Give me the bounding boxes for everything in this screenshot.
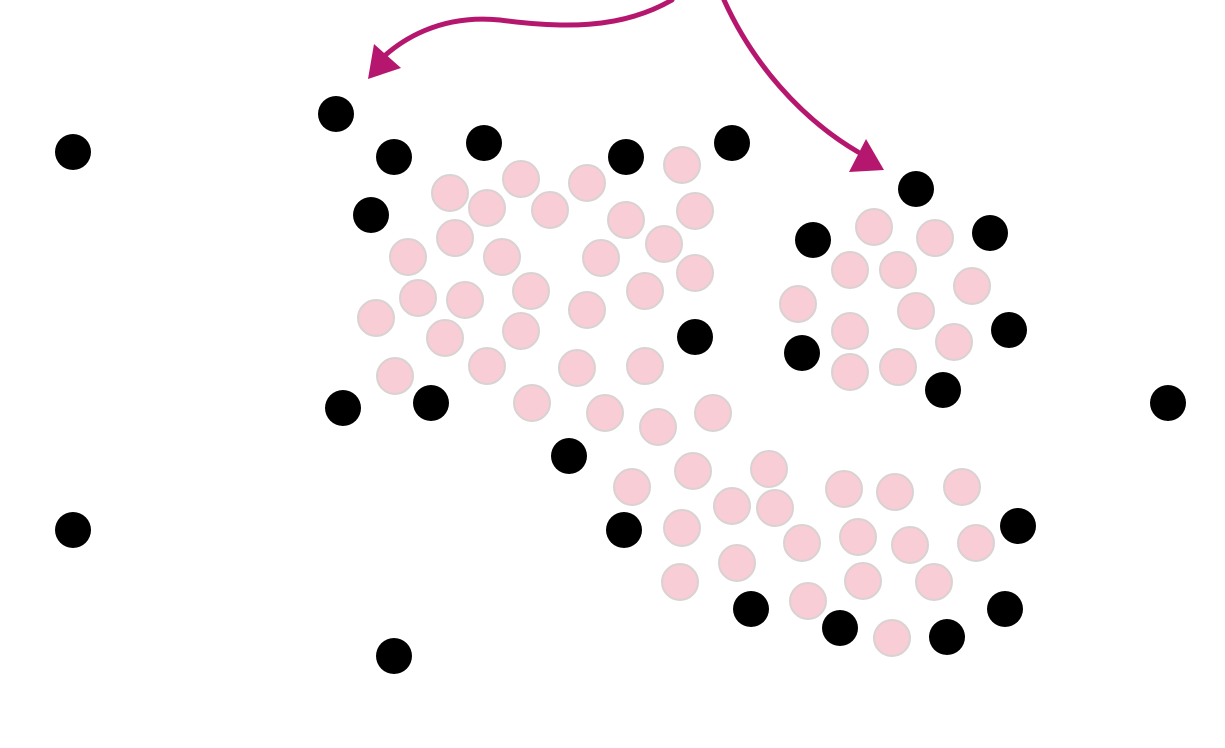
dark-point-23 — [822, 610, 858, 646]
pink-point-38 — [831, 312, 869, 350]
dark-point-12 — [991, 312, 1027, 348]
pink-point-35 — [953, 267, 991, 305]
pink-point-3 — [568, 164, 606, 202]
pink-point-37 — [897, 292, 935, 330]
pink-point-16 — [446, 281, 484, 319]
arrow-left-head — [368, 44, 401, 79]
dark-point-20 — [606, 512, 642, 548]
pink-point-48 — [876, 473, 914, 511]
pink-point-57 — [789, 582, 827, 620]
pink-point-50 — [663, 509, 701, 547]
pink-point-49 — [943, 468, 981, 506]
pink-point-32 — [916, 219, 954, 257]
pink-point-30 — [694, 394, 732, 432]
pink-point-60 — [873, 619, 911, 657]
dark-point-3 — [376, 139, 412, 175]
pink-point-55 — [718, 544, 756, 582]
pink-point-33 — [831, 251, 869, 289]
arrows-group — [368, 0, 884, 172]
pink-point-40 — [831, 353, 869, 391]
pink-point-12 — [582, 239, 620, 277]
pink-point-42 — [613, 468, 651, 506]
pink-point-45 — [713, 487, 751, 525]
pink-point-39 — [935, 323, 973, 361]
pink-point-18 — [568, 291, 606, 329]
pink-point-34 — [879, 251, 917, 289]
pink-point-5 — [468, 189, 506, 227]
pink-point-27 — [513, 384, 551, 422]
pink-point-1 — [431, 174, 469, 212]
arrow-right-head — [849, 139, 884, 172]
dark-point-13 — [784, 335, 820, 371]
pink-point-14 — [676, 254, 714, 292]
pink-point-15 — [399, 279, 437, 317]
pink-points-group — [357, 146, 995, 657]
pink-point-47 — [825, 470, 863, 508]
pink-point-36 — [779, 285, 817, 323]
pink-point-19 — [626, 272, 664, 310]
pink-point-4 — [663, 146, 701, 184]
dark-point-19 — [55, 512, 91, 548]
dark-point-26 — [376, 638, 412, 674]
pink-point-43 — [674, 452, 712, 490]
arrow-left-curve — [375, 0, 675, 65]
dark-point-22 — [733, 591, 769, 627]
pink-point-51 — [783, 524, 821, 562]
pink-point-20 — [357, 299, 395, 337]
pink-point-25 — [558, 349, 596, 387]
pink-point-41 — [879, 348, 917, 386]
pink-point-9 — [436, 219, 474, 257]
dark-point-6 — [714, 125, 750, 161]
arrow-right-curve — [721, 0, 861, 155]
pink-point-28 — [586, 394, 624, 432]
pink-point-11 — [483, 238, 521, 276]
pink-point-56 — [661, 563, 699, 601]
pink-point-2 — [502, 160, 540, 198]
dark-point-11 — [677, 319, 713, 355]
dark-point-7 — [353, 197, 389, 233]
dark-point-17 — [1150, 385, 1186, 421]
dark-point-15 — [325, 390, 361, 426]
pink-point-52 — [839, 518, 877, 556]
pink-point-13 — [645, 225, 683, 263]
dark-point-25 — [987, 591, 1023, 627]
dark-points-group — [55, 96, 1186, 674]
pink-point-6 — [531, 191, 569, 229]
dark-point-2 — [318, 96, 354, 132]
pink-point-46 — [756, 489, 794, 527]
pink-point-44 — [750, 450, 788, 488]
pink-point-54 — [957, 524, 995, 562]
pink-point-10 — [389, 238, 427, 276]
dark-point-9 — [795, 222, 831, 258]
dark-point-5 — [608, 139, 644, 175]
dark-point-14 — [925, 372, 961, 408]
pink-point-22 — [502, 312, 540, 350]
pink-point-17 — [512, 272, 550, 310]
pink-point-31 — [855, 208, 893, 246]
pink-point-29 — [639, 408, 677, 446]
dark-point-10 — [972, 215, 1008, 251]
pink-point-8 — [676, 192, 714, 230]
dark-point-1 — [55, 134, 91, 170]
pink-point-23 — [376, 357, 414, 395]
dark-point-21 — [1000, 508, 1036, 544]
dark-point-18 — [551, 438, 587, 474]
dark-point-4 — [466, 125, 502, 161]
pink-point-24 — [468, 347, 506, 385]
dark-point-24 — [929, 619, 965, 655]
pink-point-7 — [607, 201, 645, 239]
pink-point-53 — [891, 526, 929, 564]
pink-point-58 — [844, 562, 882, 600]
pink-point-26 — [626, 347, 664, 385]
pink-point-21 — [426, 319, 464, 357]
dark-point-16 — [413, 385, 449, 421]
pink-point-59 — [915, 563, 953, 601]
dark-point-8 — [898, 171, 934, 207]
